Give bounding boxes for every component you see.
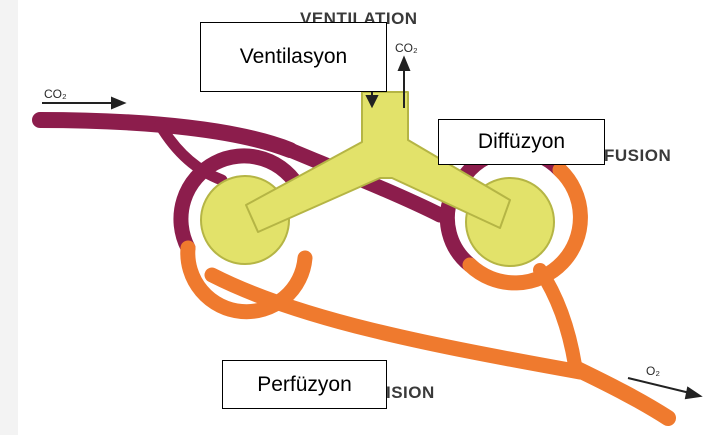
ventilasyon-label-box: Ventilasyon: [200, 22, 387, 92]
o2-outflow-arrow: [628, 378, 690, 393]
co2-exhaled-label: CO₂: [395, 41, 418, 55]
perfuzyon-label-box: Perfüzyon: [222, 360, 387, 409]
o2-outflow-arrowhead: [686, 388, 700, 398]
perfusion-label: ISION: [386, 383, 435, 402]
diffusion-label: FUSION: [604, 146, 671, 165]
paper-edge: [0, 0, 18, 435]
diffuzyon-label-box: Diffüzyon: [438, 119, 605, 165]
o2-outflow-label: O₂: [646, 364, 660, 378]
co2-inflow-arrowhead: [112, 98, 124, 108]
perfuzyon-label: Perfüzyon: [257, 373, 352, 397]
co2-inflow-label: CO₂: [44, 87, 67, 101]
co2-exhaled-arrowhead: [399, 58, 409, 70]
diffuzyon-label: Diffüzyon: [478, 130, 565, 154]
arterial-branch-right: [540, 270, 575, 365]
ventilasyon-label: Ventilasyon: [240, 45, 347, 69]
